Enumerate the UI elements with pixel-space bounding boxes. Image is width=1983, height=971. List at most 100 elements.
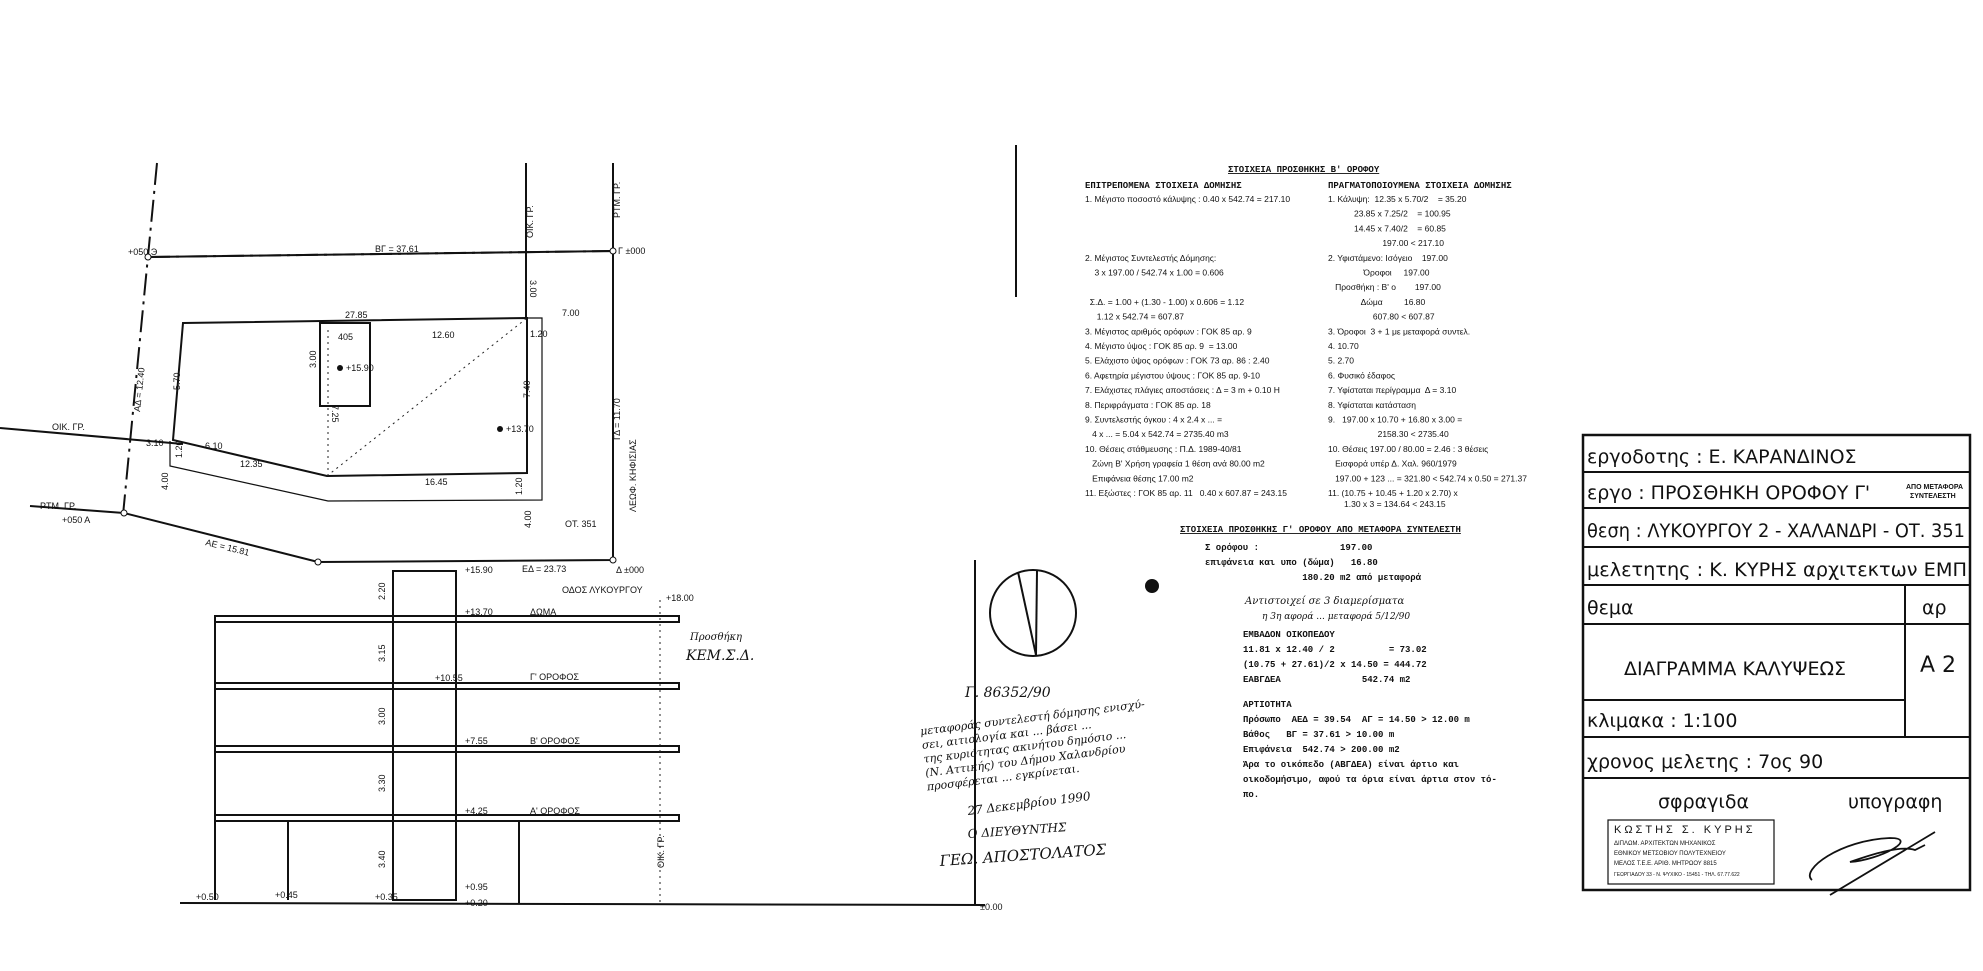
location-field: θεση : ΛΥΚΟΥΡΓΟΥ 2 - ΧΑΛΑΝΔΡΙ - ΟΤ. 351 [1587,520,1965,542]
point-g-label: Γ ±000 [618,246,645,256]
section-note: Προσθήκη [689,632,742,643]
title-block: εργοδοτης : Ε. ΚΑΡΑΝΔΙΝΟΣ εργο : ΠΡΟΣΘΗΚ… [1581,433,1972,896]
project-note: ΑΠΟ ΜΕΤΑΦΟΡΑ [1906,484,1963,491]
seal-line: ΚΩΣΤΗΣ Σ. ΚΥΡΗΣ [1614,824,1756,836]
level-label: +0.35 [375,892,398,902]
table1-title: ΣΤΟΙΧΕΙΑ ΠΡΟΣΘΗΚΗΣ Β' ΟΡΟΦΟΥ [1228,165,1380,175]
table2-row: Σ ορόφου : 197.00 [1205,543,1372,553]
table1-right-cell: 197.00 + 123 ... = 321.80 < 542.74 x 0.5… [1328,473,1527,483]
table1-left-cell: 3 x 197.00 / 542.74 x 1.00 = 0.606 [1085,268,1224,278]
height-label: 3.30 [377,774,387,792]
level-label: +0.20 [465,898,488,908]
dim-front-left: 6.10 [205,441,223,451]
year-field: χρονος μελετης : 7ος 90 [1587,751,1823,773]
table1-right-cell: 4. 10.70 [1328,341,1359,351]
floor-label-2: Β' ΟΡΟΦΟΣ [530,736,580,746]
floor-label-roof: ΔΩΜΑ [530,607,556,617]
table1-left-cell: Σ.Δ. = 1.00 + (1.30 - 1.00) x 0.606 = 1.… [1085,297,1244,307]
point-b-label: +050 Э [128,247,158,257]
building-line-left [0,427,184,445]
table1-left-cell: Επιφάνεια θέσης 17.00 m2 [1085,473,1194,483]
point-e [314,558,322,566]
table1-left-cell: 5. Ελάχιστο ύψος ορόφων : ΓΟΚ 73 αρ. 86 … [1085,356,1270,366]
table1-left-cell: 4 x ... = 5.04 x 542.74 = 2735.40 m3 [1085,429,1229,439]
dim-ae: ΑΕ = 15.81 [205,537,251,558]
boundary-ad [122,162,158,516]
dim-stair-h2: 7.25 [330,405,340,423]
table1-right-cell: 8. Υφίσταται κατάσταση [1328,400,1416,410]
level-label: +0.45 [275,890,298,900]
area-title: ΕΜΒΑΔΟΝ ΟΙΚΟΠΕΔΟΥ [1243,630,1335,640]
height-label: 3.00 [377,707,387,725]
building-footprint [171,316,528,478]
dim-bg: ΒΓ = 37.61 [375,244,419,254]
building-section: 2.20 3.15 3.00 3.30 3.40 +15.90 +13.70 +… [179,560,1002,912]
table1-left-cell: 8. Περιφράγματα : ΓΟΚ 85 αρ. 18 [1085,400,1211,410]
table1-left-cell: 4. Μέγιστο ύψος : ΓΟΚ 85 αρ. 9 = 13.00 [1085,341,1238,351]
level-label: +18.00 [666,593,694,603]
dim-120b: 1.20 [514,477,524,495]
table2-handwritten: η 3η αφορά ... μεταφορά 5/12/90 [1262,611,1410,622]
site-plan: +050 Э Γ ±000 Δ ±000 +050 A ΒΓ = 37.61 Α… [0,145,1017,595]
table1-right-cell: Προσθήκη : Β' ο 197.00 [1328,282,1441,292]
table1-left-cell: 9. Συντελεστής όγκου : 4 x 2.4 x ... = [1085,415,1222,425]
slab-floor-2 [214,745,680,753]
table1-left-header: ΕΠΙΤΡΕΠΟΜΕΝΑ ΣΤΟΙΧΕΙΑ ΔΟΜΗΣΗΣ [1085,181,1242,191]
level-label: +10.55 [435,673,463,683]
architect-seal [1607,819,1775,885]
project-field: εργο : ΠΡΟΣΘΗΚΗ ΟΡΟΦΟΥ Γ' [1587,482,1870,504]
dim-400: 4.00 [160,472,170,490]
ground-line [179,902,986,906]
dim-stair-w: 405 [338,332,353,342]
artio-row: Άρα το οικόπεδο (ΑΒΓΔΕΑ) είναι άρτιο και [1243,760,1460,770]
point-g [609,247,617,255]
owner-field: εργοδοτης : Ε. ΚΑΡΑΝΔΙΝΟΣ [1587,446,1857,468]
stair-core [392,570,457,901]
table1-right-cell: 5. 2.70 [1328,356,1354,366]
height-label: 3.15 [377,644,387,662]
level-marker-icon [497,426,503,432]
dim-right-h: 7.40 [522,380,532,398]
point-d-label: Δ ±000 [616,565,644,575]
table1-left-cell: 3. Μέγιστος αριθμός ορόφων : ΓΟΚ 85 αρ. … [1085,326,1252,336]
level-label: +0.95 [465,882,488,892]
point-d [609,556,617,564]
table1-right-cell: Όροφοι 197.00 [1328,268,1430,278]
level-stair: +15.90 [346,363,374,373]
table1-right-cell: 14.45 x 7.40/2 = 60.85 [1328,223,1446,233]
level-label: ±0.00 [980,902,1002,912]
artio-row: Βάθος ΒΓ = 37.61 > 10.00 m [1243,730,1395,740]
height-label: 2.20 [377,582,387,600]
table2-row: επιφάνεια και υπο (δώμα) 16.80 [1205,558,1378,568]
stamp-date: 27 Δεκεμβρίου 1990 [966,789,1092,818]
drawing-number: Α 2 [1920,653,1956,678]
table-addition-floor-g: ΣΤΟΙΧΕΙΑ ΠΡΟΣΘΗΚΗΣ Γ' ΟΡΟΦΟΥ ΑΠΟ ΜΕΤΑΦΟΡ… [1180,525,1497,800]
scale-field: κλιμακα : 1:100 [1587,710,1737,732]
level-label: +7.55 [465,736,488,746]
table1-right-cell: 607.80 < 607.87 [1328,312,1435,322]
table1-right-cell: 2. Υφιστάμενο: Ισόγειο 197.00 [1328,253,1448,263]
table1-right-cell: 7. Υφίσταται περίγραμμα Δ = 3.10 [1328,385,1456,395]
level-marker-icon [337,365,343,371]
number-label: αρ [1922,597,1947,619]
dim-front-right: 16.45 [425,477,448,487]
label-block: ΟΤ. 351 [565,519,597,529]
stamp-title: Ο ΔΙΕΥΘΥΝΤΗΣ [967,820,1067,841]
table2-row: 180.20 m2 από μεταφορά [1205,573,1422,583]
table1-right-cell: 9. 197.00 x 10.70 + 16.80 x 3.00 = [1328,415,1462,425]
stamp-signature: ΓΕΩ. ΑΠΟΣΤΟΛΑΤΟΣ [938,840,1107,870]
table1-right-cell: 3. Όροφοι 3 + 1 με μεταφορά συντελ. [1328,326,1470,336]
level-roof: +13.70 [506,424,534,434]
subject-value: ΔΙΑΓΡΑΜΜΑ ΚΑΛΥΨΕΩΣ [1624,658,1846,680]
dim-gd: ΓΔ = 11.70 [612,398,622,440]
table1-left-cell: 1. Μέγιστο ποσοστό κάλυψης : 0.40 x 542.… [1085,194,1290,204]
dim-setback-r: 7.00 [562,308,580,318]
table1-left-cell: 7. Ελάχιστες πλάγιες αποστάσεις : Δ = 3 … [1085,385,1280,395]
dim-310: 3.10 [146,438,164,448]
label-rtm-gr-top: ΡΤΜ. ΓΡ. [612,182,622,218]
table1-right-cell: 197.00 < 217.10 [1328,238,1444,248]
seal-line: ΓΕΩΡΓΙΑΔΟΥ 33 - Ν. ΨΥΧΙΚΟ - 15451 - ΤΗΛ.… [1614,872,1740,878]
slab-floor-3 [214,682,680,690]
ink-blot [1145,579,1159,593]
